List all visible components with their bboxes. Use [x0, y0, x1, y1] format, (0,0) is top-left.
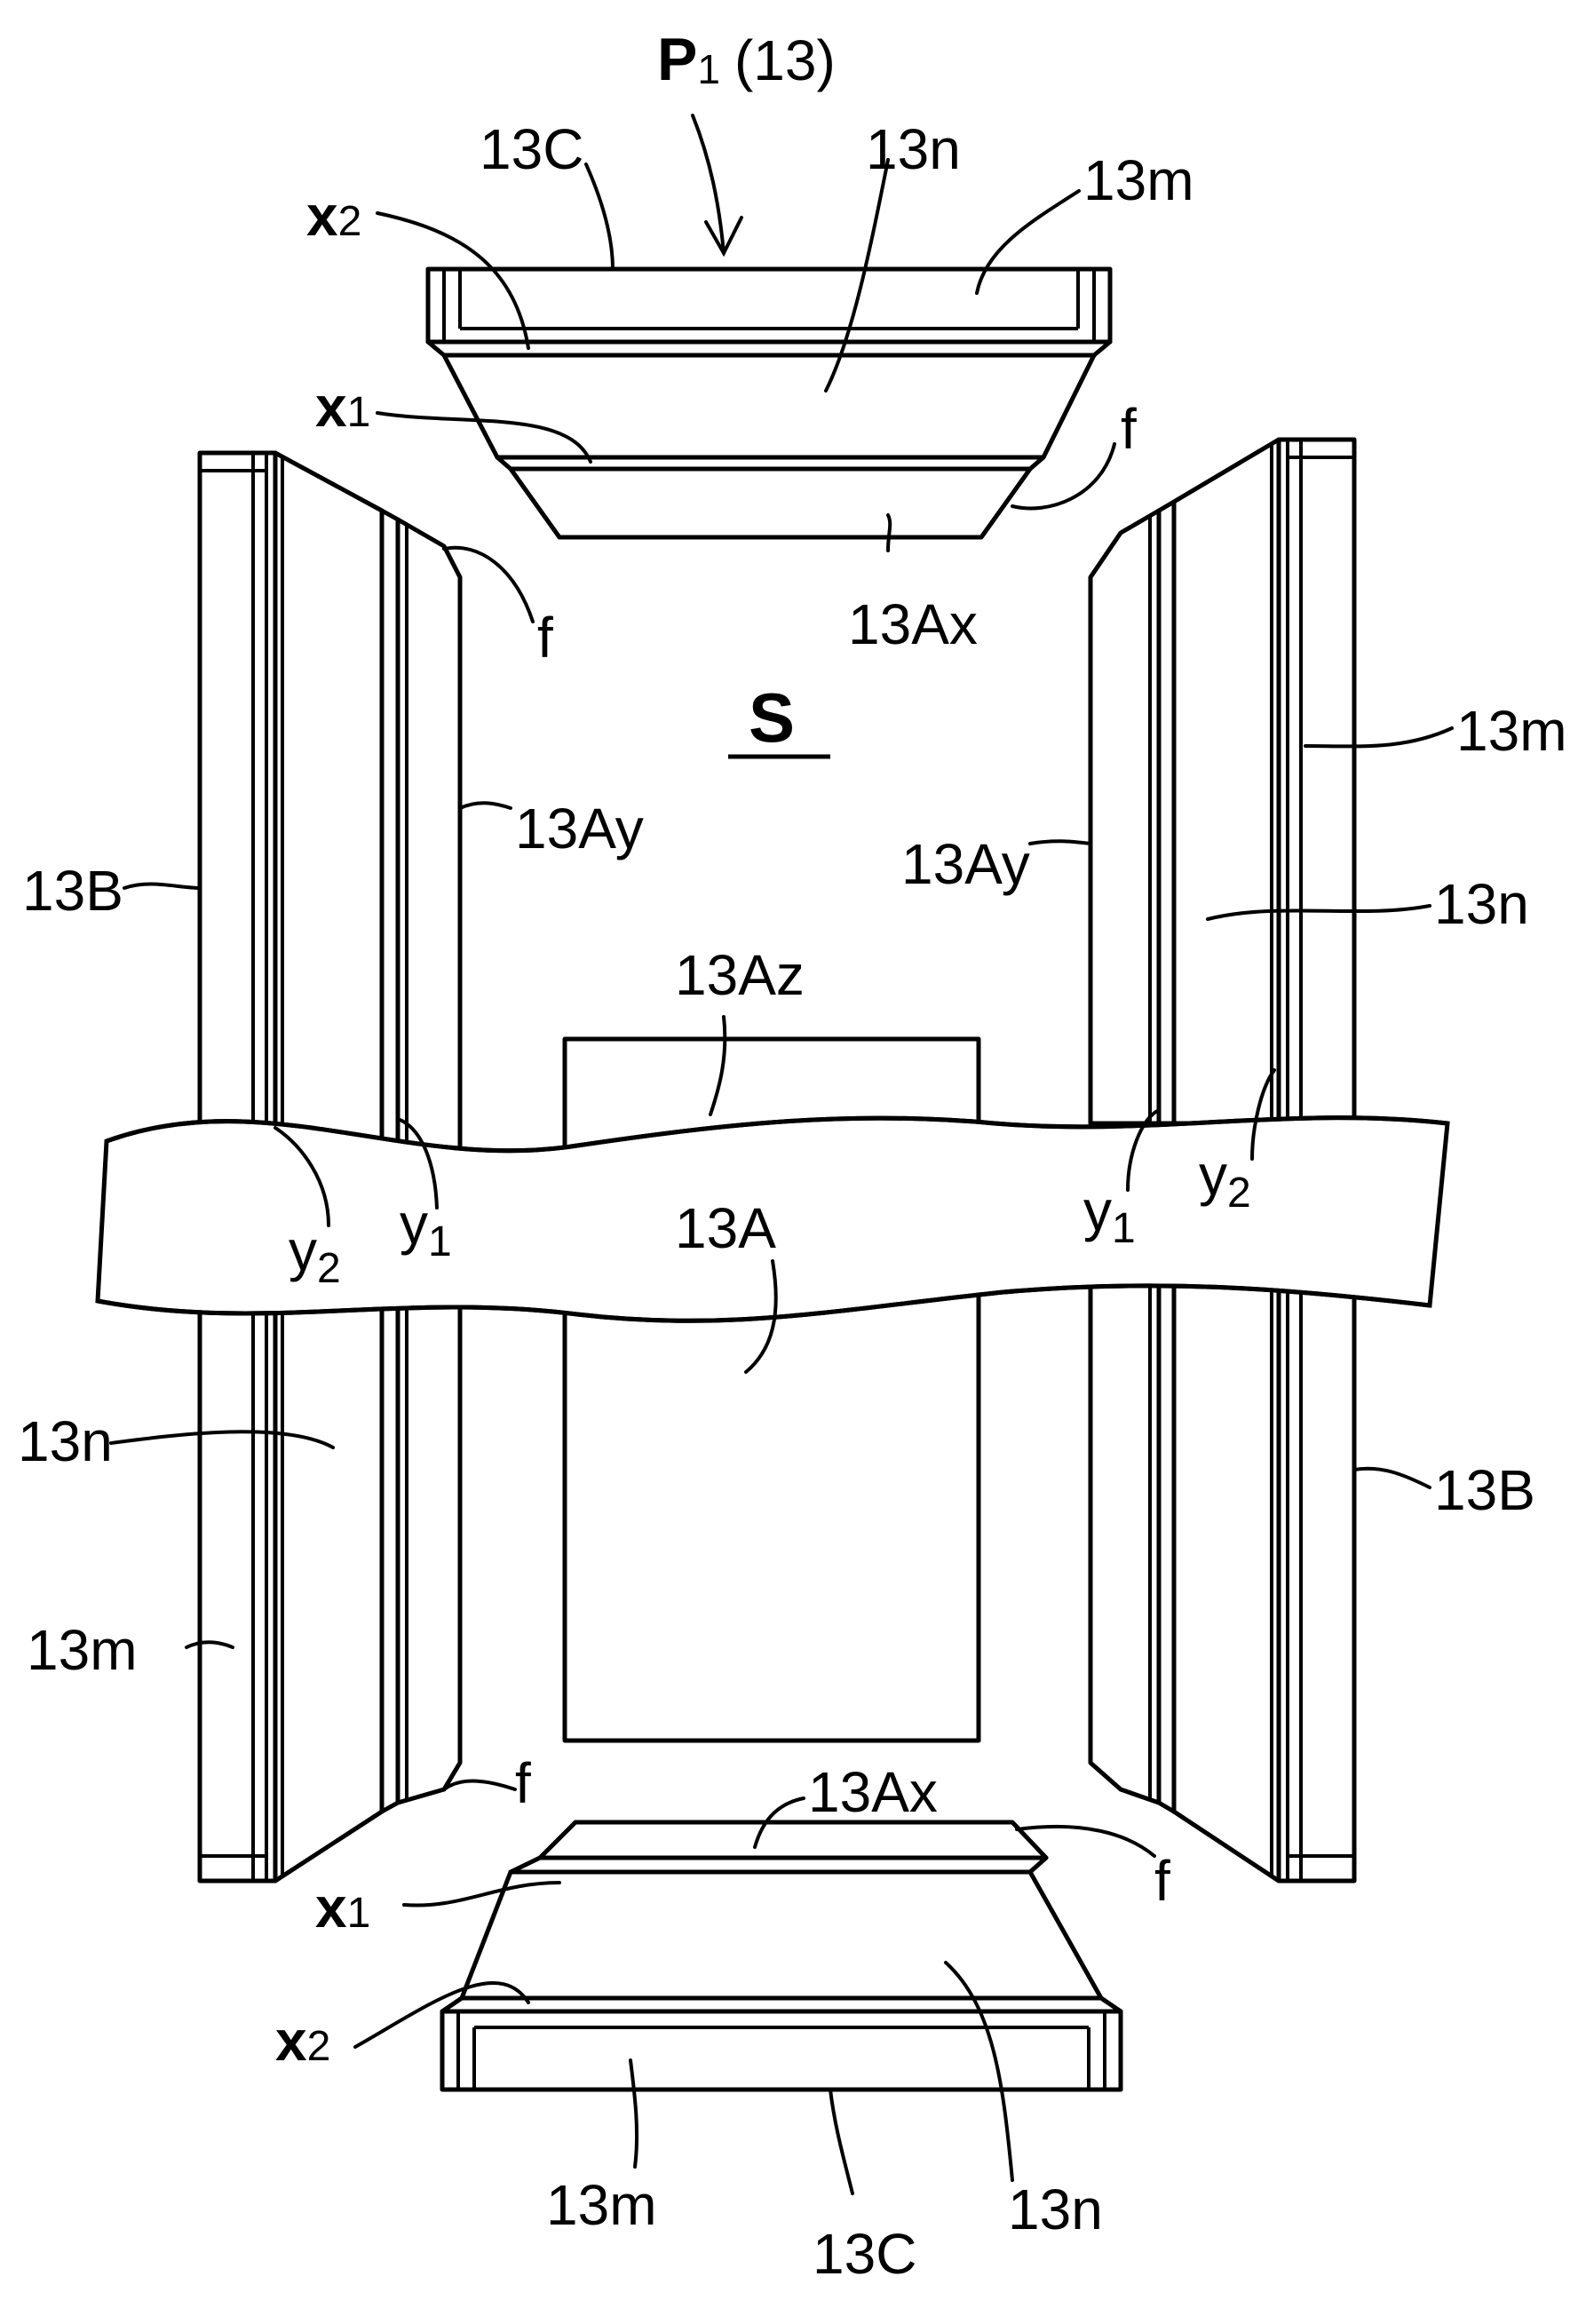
label-13n-left-bottom: 13n	[18, 1409, 113, 1473]
label-13B-left: 13B	[22, 859, 123, 923]
label-f-top-right: f	[1121, 397, 1137, 461]
label-13m-top: 13m	[1083, 148, 1194, 212]
label-space-S: S	[749, 678, 795, 757]
label-13m-bottom: 13m	[546, 2173, 657, 2237]
label-13Ax-top: 13Ax	[848, 592, 978, 656]
label-x1-top: x1	[315, 375, 370, 439]
right-frame-member-13B-lower	[1090, 1270, 1354, 1881]
label-13n-right-top: 13n	[1434, 872, 1529, 936]
label-13n-bottom: 13n	[1008, 2177, 1103, 2241]
label-13m-left-bottom: 13m	[27, 1618, 138, 1682]
left-frame-member-13B-lower	[200, 1305, 460, 1881]
top-frame-member-13C	[428, 269, 1110, 537]
label-13Ax-bottom: 13Ax	[808, 1760, 938, 1824]
label-x2-top: x2	[306, 184, 361, 248]
label-f-bottom-left: f	[515, 1751, 531, 1815]
label-13C-top: 13C	[480, 117, 583, 181]
label-13C-bottom: 13C	[813, 2222, 916, 2286]
label-13Az: 13Az	[675, 943, 805, 1007]
label-13A: 13A	[675, 1196, 776, 1260]
arrow-P1	[693, 115, 741, 253]
label-13B-right: 13B	[1434, 1458, 1535, 1522]
label-13Ay-right: 13Ay	[901, 832, 1030, 896]
bottom-frame-member-13C	[442, 1822, 1121, 2090]
label-f-top-left: f	[537, 606, 553, 670]
figure-title: P1(13)	[657, 26, 836, 93]
left-frame-member-13B-upper	[200, 453, 460, 1154]
label-x2-bottom: x2	[275, 2009, 330, 2073]
label-x1-bottom: x1	[315, 1876, 370, 1939]
label-13Ay-left: 13Ay	[515, 797, 644, 861]
label-13m-right-top: 13m	[1456, 699, 1567, 763]
label-13n-top: 13n	[866, 117, 961, 181]
label-f-bottom-right: f	[1154, 1849, 1170, 1913]
right-frame-member-13B-upper	[1090, 440, 1354, 1123]
